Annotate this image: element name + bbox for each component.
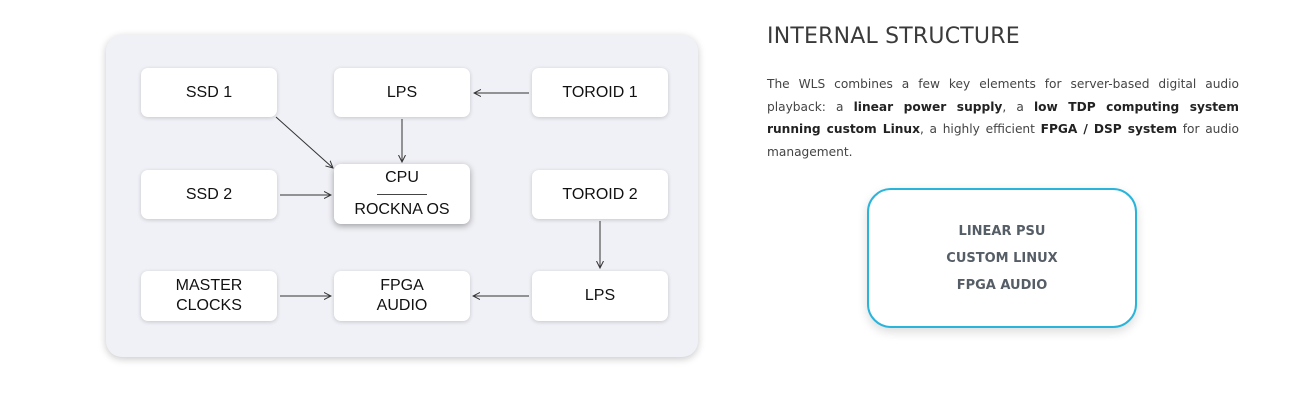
- desc-text-2: , a: [1002, 99, 1034, 114]
- node-ssd1: SSD 1: [141, 68, 277, 117]
- node-cpu-line1: CPU: [385, 169, 419, 186]
- desc-bold-fpga-dsp: FPGA / DSP system: [1040, 122, 1178, 136]
- node-ssd1-label: SSD 1: [185, 83, 233, 101]
- desc-text-1: The WLS combines a few key elements for …: [767, 77, 1239, 114]
- node-master-clocks-line1: MASTER: [175, 277, 243, 294]
- desc-bold-computing-system: low TDP computing system running custom …: [767, 99, 1240, 137]
- node-toroid2: TOROID 2: [532, 170, 668, 219]
- section-description: The WLS combines a few key elements for …: [767, 73, 1239, 163]
- cpu-divider: [377, 194, 427, 195]
- feature-item-fpga-audio: FPGA AUDIO: [956, 277, 1048, 293]
- node-toroid2-label: TOROID 2: [562, 185, 638, 203]
- node-fpga-audio-line1: FPGA: [380, 277, 424, 294]
- node-fpga-audio-line2: AUDIO: [376, 297, 428, 314]
- node-ssd2: SSD 2: [141, 170, 277, 219]
- node-toroid1-label: TOROID 1: [562, 83, 638, 101]
- node-cpu: CPU ROCKNA OS: [334, 164, 470, 224]
- node-cpu-line2: ROCKNA OS: [354, 201, 450, 218]
- node-lps-top: LPS: [334, 68, 470, 117]
- node-lps-bottom: LPS: [532, 271, 668, 321]
- feature-summary-card: LINEAR PSU CUSTOM LINUX FPGA AUDIO: [867, 188, 1137, 328]
- desc-text-4: for audio management.: [767, 122, 1239, 159]
- desc-text-3: , a highly efficient: [919, 122, 1041, 136]
- node-ssd2-label: SSD 2: [185, 185, 233, 203]
- desc-bold-linear-power-supply: linear power supply: [853, 99, 1003, 114]
- node-lps-bottom-label: LPS: [584, 287, 616, 304]
- node-fpga-audio: FPGA AUDIO: [334, 271, 470, 321]
- section-title: INTERNAL STRUCTURE: [767, 24, 1020, 49]
- node-master-clocks-line2: CLOCKS: [176, 297, 242, 314]
- feature-item-linear-psu: LINEAR PSU: [958, 223, 1046, 239]
- node-toroid1: TOROID 1: [532, 68, 668, 117]
- feature-item-custom-linux: CUSTOM LINUX: [946, 250, 1058, 266]
- node-master-clocks: MASTER CLOCKS: [141, 271, 277, 321]
- node-lps-top-label: LPS: [386, 83, 418, 101]
